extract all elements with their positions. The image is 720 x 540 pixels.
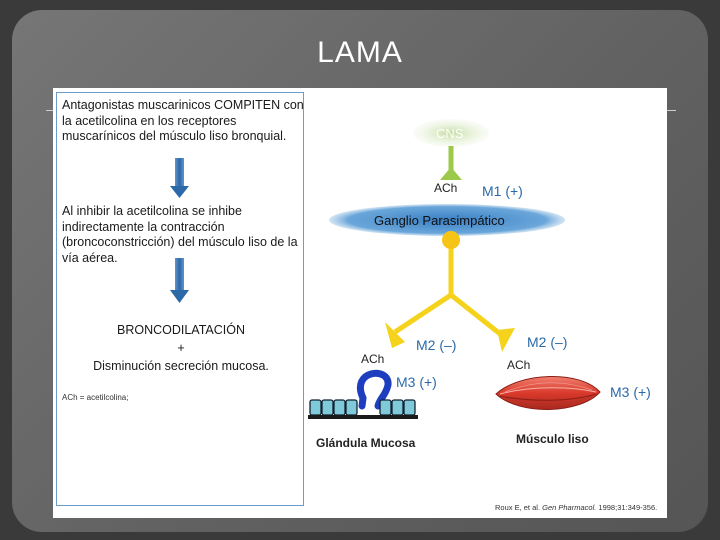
muscle-label: Músculo liso	[516, 432, 589, 446]
slide-title: LAMA	[317, 36, 403, 69]
ach-top-label: ACh	[434, 181, 458, 195]
m3-left-label: M3 (+)	[396, 374, 437, 390]
down-arrow-icon-1	[170, 158, 189, 198]
reference-authors: Roux E, et al.	[495, 503, 541, 512]
cns-cloud	[413, 119, 489, 147]
postganglionic-neuron	[385, 231, 515, 352]
result-secretion: Disminución secreción mucosa.	[93, 359, 269, 373]
ach-left-label: ACh	[361, 352, 385, 366]
ach-right-label: ACh	[507, 358, 531, 372]
paragraph-inhibit: Al inhibir la acetilcolina se inhibe ind…	[62, 204, 298, 265]
m2-right-label: M2 (–)	[527, 334, 568, 350]
m1-receptor-label: M1 (+)	[482, 183, 523, 199]
ganglion-label: Ganglio Parasimpático	[374, 213, 505, 228]
mucous-gland	[308, 369, 418, 419]
reference-citation: Roux E, et al. Gen Pharmacol. 1998;31:34…	[495, 503, 657, 512]
cns-terminal	[440, 167, 462, 180]
m3-right-label: M3 (+)	[610, 384, 651, 400]
result-plus: +	[177, 341, 185, 355]
footnote: ACh = acetilcolina;	[62, 393, 129, 402]
cns-label: CNS	[436, 126, 464, 141]
down-arrow-icon-2	[170, 258, 189, 303]
ganglion-shape	[329, 204, 565, 236]
reference-journal: Gen Pharmacol.	[542, 503, 597, 512]
paragraph-compete: Antagonistas muscarinicos COMPITEN con l…	[62, 98, 304, 143]
reference-details: 1998;31:349-356.	[598, 503, 658, 512]
gland-label: Glándula Mucosa	[316, 436, 416, 450]
result-bronchodilation: BRONCODILATACIÓN	[116, 323, 246, 337]
m2-left-label: M2 (–)	[416, 337, 457, 353]
smooth-muscle	[495, 376, 601, 410]
